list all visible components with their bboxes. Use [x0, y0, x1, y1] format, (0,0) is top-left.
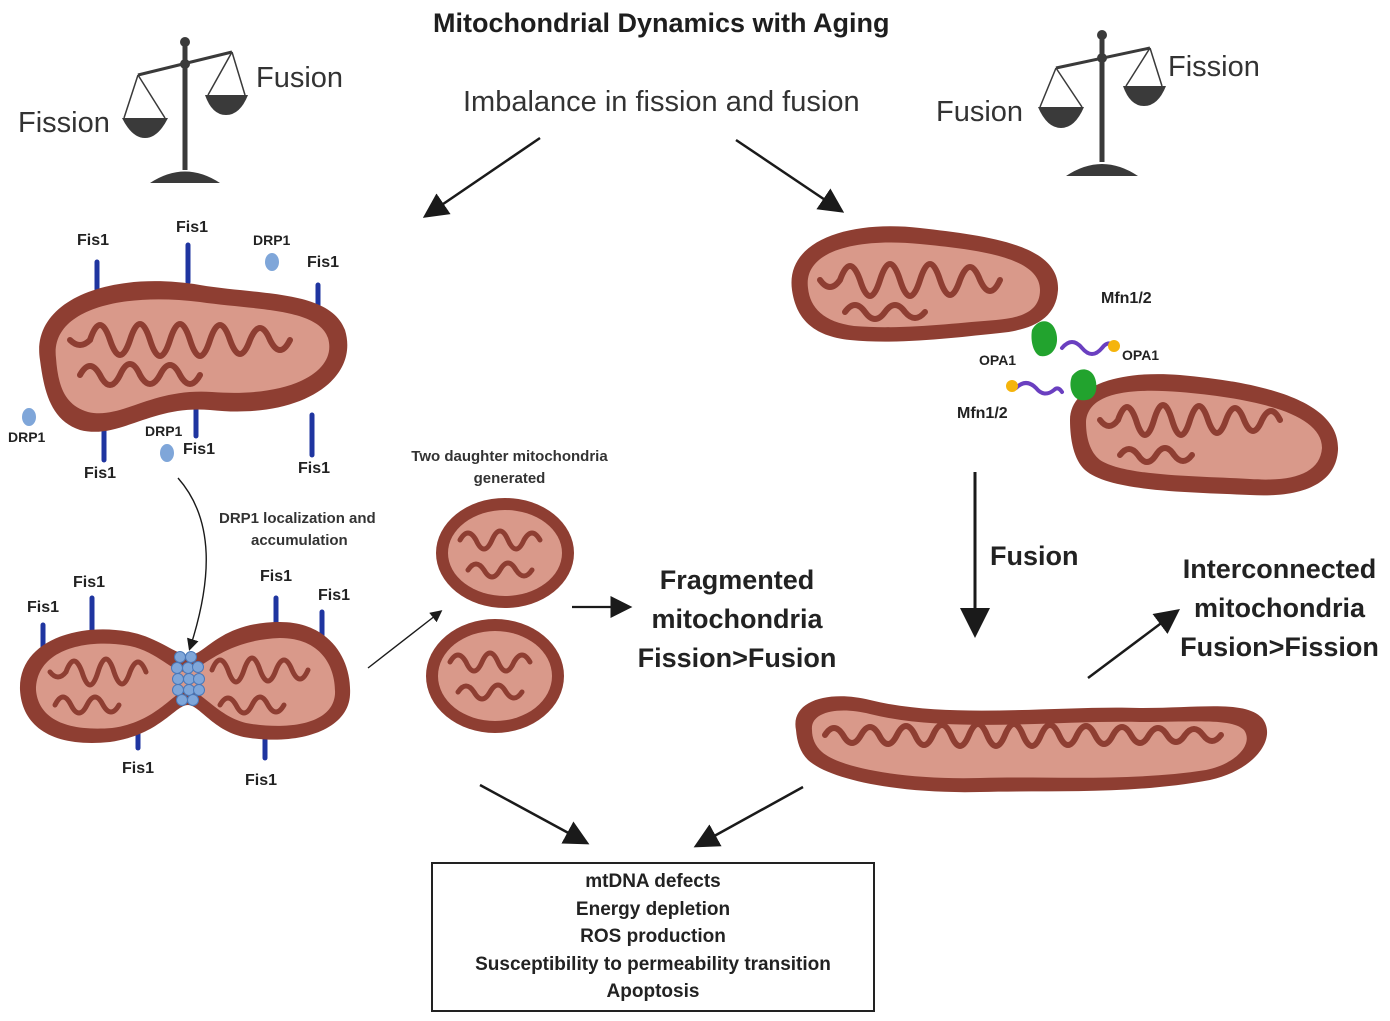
fis1-label: Fis1 — [183, 441, 216, 458]
fis1-label: Fis1 — [307, 254, 340, 271]
drp1-dots — [22, 253, 279, 462]
daughter-mitochondrion-bottom — [426, 619, 564, 733]
right-scale-fission-label: Fission — [1168, 51, 1260, 83]
fis1-label: Fis1 — [27, 599, 60, 616]
interconnected-result: Interconnected mitochondria Fusion>Fissi… — [1180, 554, 1379, 662]
fis1-label: Fis1 — [84, 465, 117, 482]
subtitle: Imbalance in fission and fusion — [463, 86, 860, 118]
outcome-item: Energy depletion — [575, 898, 731, 920]
opa1-label: OPA1 — [1122, 347, 1160, 363]
arrow-to-fission — [422, 136, 541, 218]
mitochondrion-large — [39, 281, 348, 432]
drp1-localization-arrow — [177, 477, 207, 651]
diagram-title: Mitochondrial Dynamics with Aging — [433, 8, 890, 38]
mfn-label: Mfn1/2 — [957, 405, 1008, 422]
arrow-fusion-to-outcomes — [693, 785, 804, 848]
daughter-mitochondrion-top — [436, 498, 574, 608]
fusion-arrow-label: Fusion — [990, 541, 1079, 571]
right-balance-scale — [1038, 30, 1166, 176]
drp1-label: DRP1 — [8, 429, 46, 445]
left-scale-fission-label: Fission — [18, 107, 110, 139]
left-scale-fusion-label: Fusion — [256, 62, 344, 94]
opa1-label: OPA1 — [979, 352, 1017, 368]
outcome-item: Apoptosis — [606, 981, 700, 1003]
mfn-proteins — [1006, 340, 1120, 396]
fis1-label: Fis1 — [176, 219, 209, 236]
outcome-item: ROS production — [580, 926, 726, 948]
drp1-ring — [171, 651, 205, 706]
drp1-label: DRP1 — [253, 232, 291, 248]
fragmented-result: Fragmented mitochondria Fission>Fusion — [637, 565, 837, 673]
outcome-item: mtDNA defects — [585, 871, 721, 892]
fis1-label: Fis1 — [260, 568, 293, 585]
fis1-label: Fis1 — [77, 232, 110, 249]
localization-note: DRP1 localization and accumulation — [219, 510, 376, 549]
mfn-label: Mfn1/2 — [1101, 290, 1152, 307]
drp1-label: DRP1 — [145, 423, 183, 439]
mitochondrion-fusing-top — [791, 226, 1059, 342]
arrow-fission-to-outcomes — [479, 783, 590, 845]
fis1-label: Fis1 — [122, 760, 155, 777]
fis1-label: Fis1 — [245, 772, 278, 789]
mitochondrion-elongated — [795, 696, 1268, 793]
fis1-label: Fis1 — [73, 574, 106, 591]
fis1-label: Fis1 — [318, 587, 351, 604]
arrow-to-daughters — [367, 610, 443, 669]
right-scale-fusion-label: Fusion — [936, 96, 1024, 128]
fis1-label: Fis1 — [298, 460, 331, 477]
mitochondrion-fusing-bottom — [1070, 374, 1339, 496]
arrow-to-interconnected — [1087, 609, 1180, 679]
arrow-to-fusion — [735, 138, 845, 213]
opa1-proteins — [1031, 321, 1097, 401]
outcome-item: Susceptibility to permeability transitio… — [475, 953, 831, 975]
daughter-note: Two daughter mitochondria generated — [411, 448, 608, 487]
outcomes-box: mtDNA defects Energy depletion ROS produ… — [431, 862, 875, 1012]
left-balance-scale — [122, 37, 248, 183]
